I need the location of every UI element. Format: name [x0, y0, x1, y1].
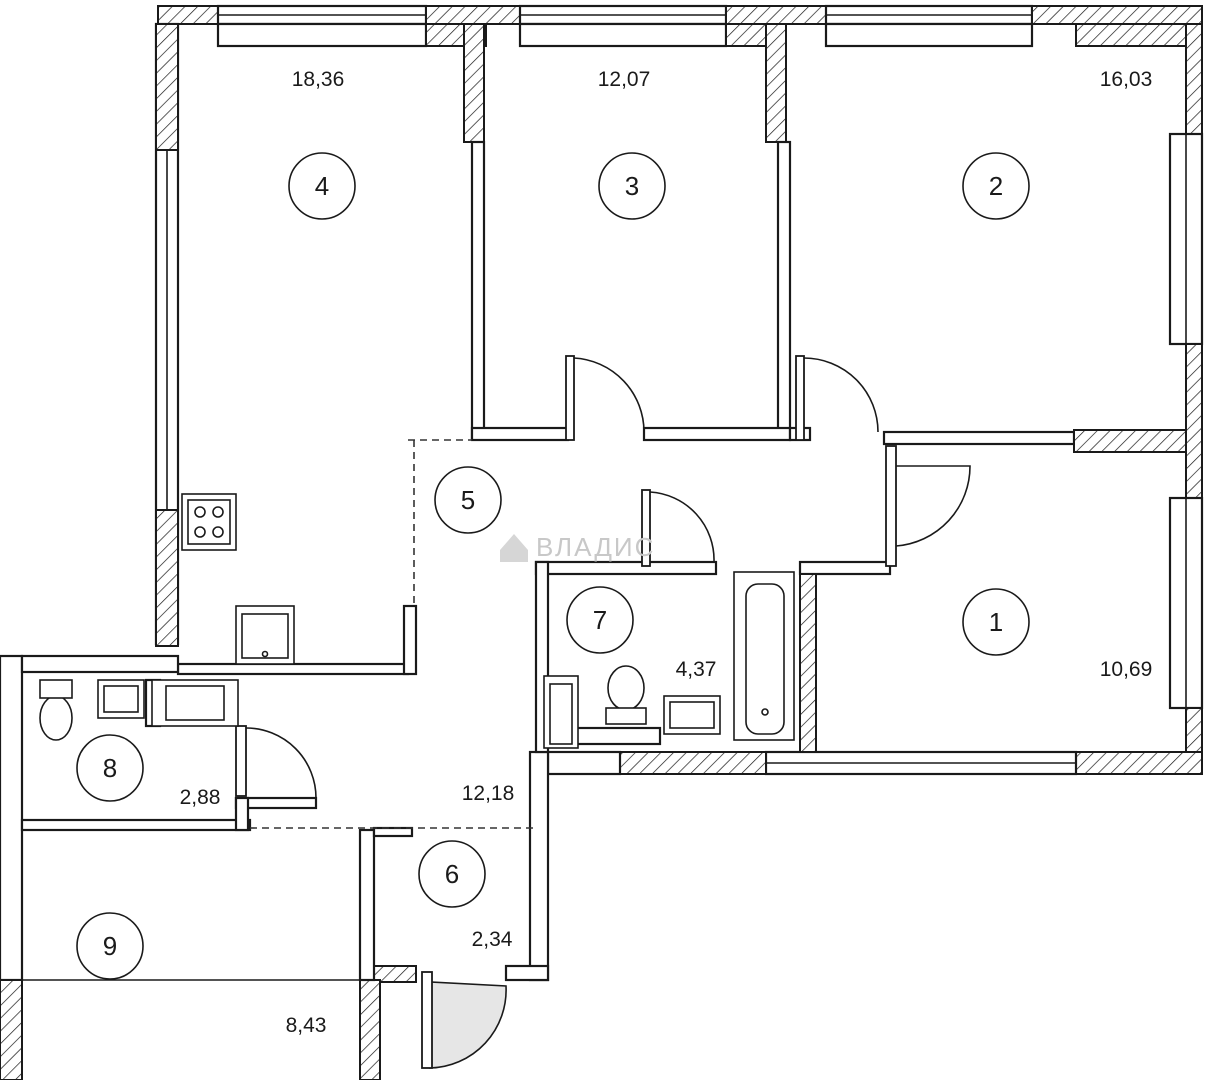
- room-number: 9: [103, 931, 117, 961]
- room-area: 2,34: [472, 928, 513, 951]
- room-1: 1 10,69: [962, 588, 1153, 681]
- toilet-icon: [607, 665, 645, 711]
- room-area: 12,18: [462, 782, 515, 805]
- interior-walls: [20, 23, 1187, 982]
- doors: [235, 355, 971, 1069]
- room-6: 6 2,34: [418, 840, 513, 951]
- room-number: 1: [989, 607, 1003, 637]
- room-8: 8 2,88: [76, 734, 221, 809]
- fixtures: [39, 493, 795, 749]
- room-number: 7: [593, 605, 607, 635]
- room-area: 12,07: [598, 68, 651, 91]
- room-number: 6: [445, 859, 459, 889]
- room-5: 5 12,18: [434, 466, 515, 805]
- watermark-text: ВЛАДИС: [536, 532, 655, 562]
- room-area: 18,36: [292, 68, 345, 91]
- room-number: 5: [461, 485, 475, 515]
- toilet-icon: [39, 695, 73, 741]
- room-3: 3 12,07: [598, 68, 666, 220]
- room-9: 9 8,43: [76, 912, 327, 1037]
- room-area: 2,88: [180, 786, 221, 809]
- exterior-walls: [0, 4, 1204, 1080]
- room-2: 2 16,03: [962, 68, 1153, 220]
- room-4: 4 18,36: [288, 68, 356, 220]
- room-area: 16,03: [1100, 68, 1153, 91]
- room-number: 8: [103, 753, 117, 783]
- room-number: 3: [625, 171, 639, 201]
- room-area: 10,69: [1100, 658, 1153, 681]
- room-area: 4,37: [676, 658, 717, 681]
- watermark: ВЛАДИС: [500, 532, 655, 562]
- room-area: 8,43: [286, 1014, 327, 1037]
- room-7: 7 4,37: [566, 586, 717, 681]
- room-number: 2: [989, 171, 1003, 201]
- room-number: 4: [315, 171, 329, 201]
